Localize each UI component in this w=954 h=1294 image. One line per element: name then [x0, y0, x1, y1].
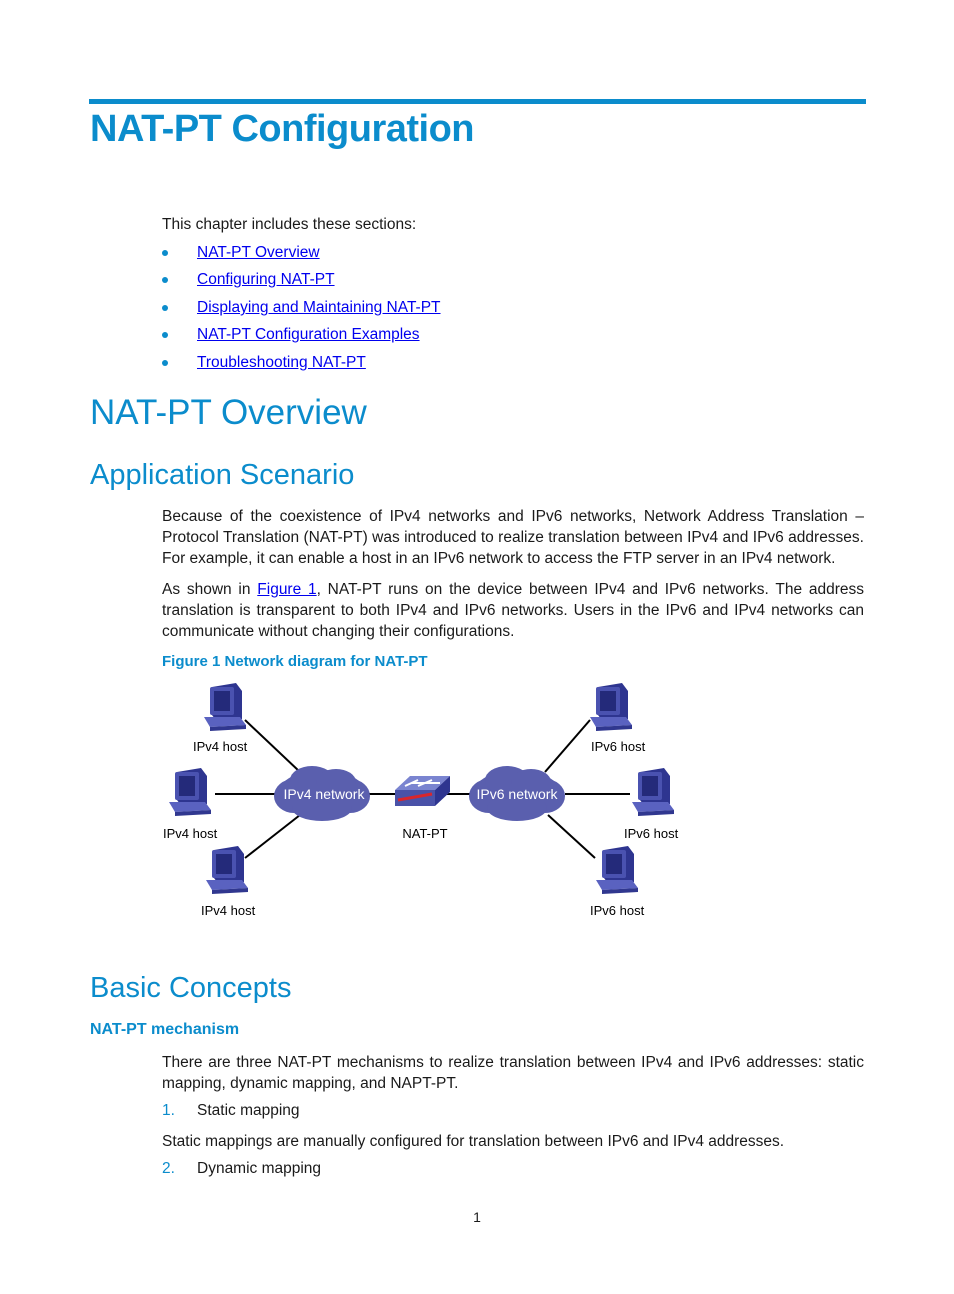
- ipv4-network-label: IPv4 network: [284, 786, 366, 802]
- page-number: 1: [473, 1209, 481, 1225]
- toc-link-configuring[interactable]: Configuring NAT-PT: [197, 271, 335, 288]
- numbered-item-static: 1.Static mapping: [162, 1102, 300, 1119]
- ipv6-host-icon: [590, 683, 632, 731]
- chapter-title: NAT-PT Configuration: [90, 108, 475, 150]
- application-paragraph-1: Because of the coexistence of IPv4 netwo…: [162, 508, 864, 567]
- toc-link-examples[interactable]: NAT-PT Configuration Examples: [197, 326, 420, 343]
- mechanism-paragraph: There are three NAT-PT mechanisms to rea…: [162, 1054, 864, 1092]
- ipv6-host-label: IPv6 host: [591, 739, 646, 754]
- intro-text: This chapter includes these sections:: [162, 216, 417, 233]
- static-mapping-paragraph: Static mappings are manually configured …: [162, 1133, 785, 1150]
- ipv6-network-label: IPv6 network: [477, 786, 559, 802]
- ipv4-host-icon: [204, 683, 246, 731]
- bullet-icon: [162, 360, 168, 366]
- section-title-application: Application Scenario: [90, 459, 355, 491]
- connection-lines: [215, 719, 630, 859]
- bullet-icon: [162, 277, 168, 283]
- section-title-basic-concepts: Basic Concepts: [90, 972, 292, 1004]
- subsection-title-mechanism: NAT-PT mechanism: [90, 1021, 240, 1038]
- figure-caption: Figure 1 Network diagram for NAT-PT: [162, 653, 428, 670]
- ipv4-host-label: IPv4 host: [193, 739, 248, 754]
- nat-pt-label: NAT-PT: [402, 826, 447, 841]
- toc-link-displaying[interactable]: Displaying and Maintaining NAT-PT: [197, 299, 441, 316]
- ipv6-host-icon: [632, 768, 674, 816]
- bullet-icon: [162, 250, 168, 256]
- ipv4-host-icon: [169, 768, 211, 816]
- bullet-icon: [162, 305, 168, 311]
- toc-link-troubleshooting[interactable]: Troubleshooting NAT-PT: [197, 354, 366, 371]
- application-paragraph-2: As shown in Figure 1, NAT-PT runs on the…: [162, 581, 864, 640]
- ipv6-host-label: IPv6 host: [590, 903, 645, 918]
- numbered-item-dynamic: 2.Dynamic mapping: [162, 1160, 322, 1177]
- figure-1-link[interactable]: Figure 1: [257, 581, 317, 598]
- network-diagram: IPv4 network IPv6 network NAT-PT IPv4 ho…: [163, 683, 679, 918]
- toc-link-overview[interactable]: NAT-PT Overview: [197, 244, 320, 261]
- bullet-icon: [162, 332, 168, 338]
- chapter-rule: [89, 99, 866, 104]
- ipv6-host-icon: [596, 846, 638, 894]
- nat-pt-router-icon: [395, 776, 450, 806]
- section-title-overview: NAT-PT Overview: [90, 393, 367, 432]
- ipv6-host-label: IPv6 host: [624, 826, 679, 841]
- ipv4-host-label: IPv4 host: [163, 826, 218, 841]
- ipv4-host-label: IPv4 host: [201, 903, 256, 918]
- ipv4-host-icon: [206, 846, 248, 894]
